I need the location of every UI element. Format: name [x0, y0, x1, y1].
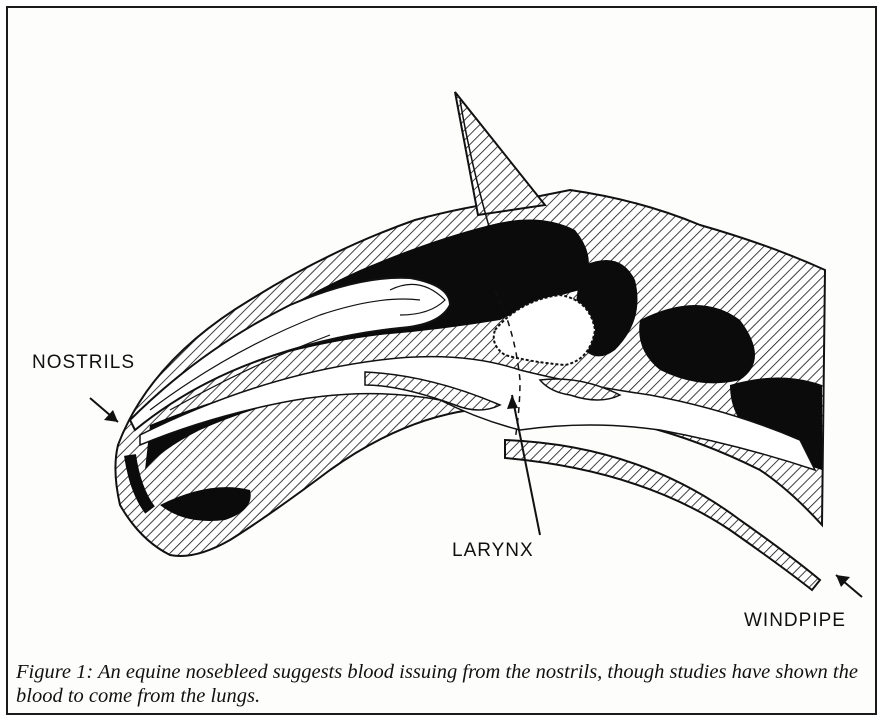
windpipe-label: WINDPIPE: [744, 610, 846, 632]
ear: [455, 92, 545, 215]
windpipe-arrow: [836, 575, 862, 597]
nostrils-label: NOSTRILS: [32, 352, 135, 374]
figure-caption: Figure 1: An equine nosebleed suggests b…: [16, 660, 866, 708]
nostrils-arrow: [90, 398, 118, 422]
larynx-label: LARYNX: [452, 540, 534, 562]
